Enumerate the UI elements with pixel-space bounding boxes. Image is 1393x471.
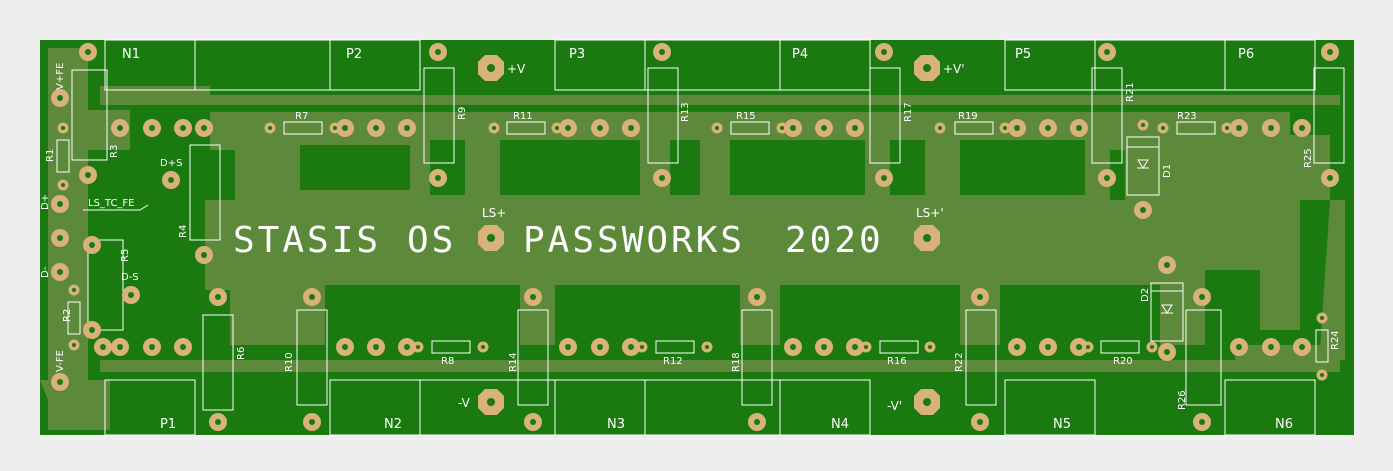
- board-title-stasis: STASIS: [233, 220, 381, 261]
- label-r22: R22: [954, 352, 965, 372]
- label-r17: R17: [903, 102, 914, 122]
- label-r5: R5: [120, 249, 131, 262]
- label-n6: N6: [1275, 417, 1293, 432]
- label-r21: R21: [1125, 82, 1136, 102]
- label-r18: R18: [731, 352, 742, 372]
- label-n3: N3: [607, 417, 625, 432]
- label-r11: R11: [513, 111, 533, 122]
- label-r9: R9: [457, 107, 468, 120]
- label-p5: P5: [1015, 47, 1031, 62]
- label-d-plus-s: D+S: [160, 158, 182, 169]
- label-d2: D2: [1140, 288, 1151, 302]
- label-vplus-prime: +V': [943, 62, 965, 76]
- label-r2: R2: [62, 309, 73, 322]
- diode-symbols: [1137, 159, 1173, 314]
- transistor-outlines: [104, 39, 1316, 436]
- label-d1: D1: [1162, 164, 1173, 178]
- board-islands: [132, 140, 1260, 345]
- label-n4: N4: [831, 417, 849, 432]
- label-r1: R1: [45, 149, 56, 162]
- label-r16: R16: [887, 356, 907, 367]
- label-p6: P6: [1238, 47, 1254, 62]
- label-r13: R13: [680, 102, 691, 122]
- board-title-os: OS: [407, 220, 456, 261]
- label-r26: R26: [1177, 390, 1188, 410]
- label-r7: R7: [295, 111, 308, 122]
- resistor-outlines: [56, 67, 1345, 411]
- label-r4: R4: [178, 225, 189, 238]
- label-p4: P4: [792, 47, 808, 62]
- label-d-minus: D-: [40, 266, 51, 278]
- label-r3: R3: [109, 145, 120, 158]
- label-r24: R24: [1330, 330, 1341, 350]
- label-p1: P1: [160, 417, 176, 432]
- label-r25: R25: [1303, 148, 1314, 168]
- label-r15: R15: [736, 111, 756, 122]
- label-r20: R20: [1113, 356, 1133, 367]
- label-n5: N5: [1053, 417, 1071, 432]
- label-r19: R19: [958, 111, 978, 122]
- label-r6: R6: [236, 347, 247, 360]
- label-r8: R8: [441, 356, 454, 367]
- label-d-plus: D+: [40, 194, 51, 210]
- label-n1: N1: [122, 47, 140, 62]
- board-title-year: 2020: [785, 220, 884, 261]
- label-ls-plus-prime: LS+': [916, 206, 944, 220]
- label-v-plus-fe: V+FE: [55, 63, 66, 90]
- label-r12: R12: [663, 356, 683, 367]
- board-title-passworks: PASSWORKS: [523, 220, 745, 261]
- label-ls-plus: LS+: [482, 206, 506, 220]
- label-r10: R10: [284, 352, 295, 372]
- label-vminus-prime: -V': [887, 399, 902, 413]
- label-r14: R14: [508, 352, 519, 372]
- label-p3: P3: [569, 47, 585, 62]
- label-p2: P2: [346, 47, 362, 62]
- label-ls-tc-fe: LS_TC_FE: [88, 198, 135, 209]
- label-v-minus-fe: V-FE: [55, 350, 66, 372]
- label-vplus: +V: [507, 62, 526, 76]
- label-n2: N2: [384, 417, 402, 432]
- label-vminus: -V: [458, 396, 471, 410]
- label-d-minus-s: D-S: [121, 272, 139, 283]
- label-r23: R23: [1177, 111, 1197, 122]
